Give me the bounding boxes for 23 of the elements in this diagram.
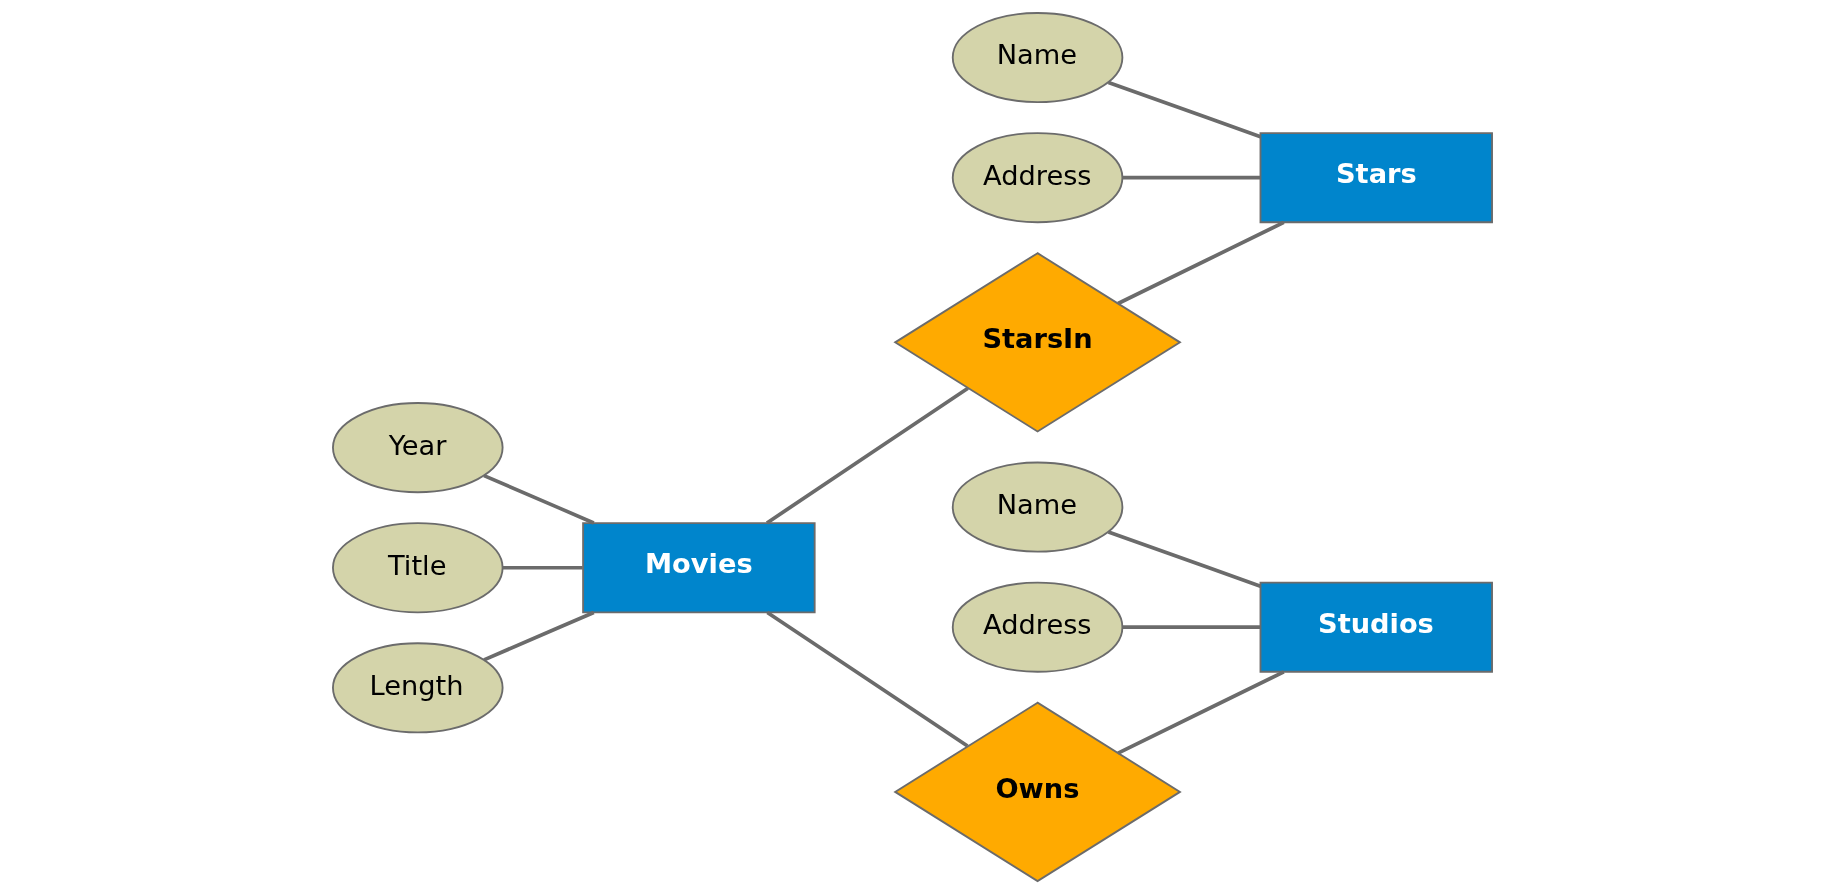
node-box: Studios [1259, 581, 1493, 673]
node-ellipse: Address [951, 581, 1124, 673]
node-ellipse: Name [951, 12, 1124, 104]
node-box: Movies [582, 522, 816, 614]
node-ellipse: Address [951, 132, 1124, 224]
connector [1122, 625, 1261, 630]
connector [1122, 175, 1261, 180]
node-ellipse: Length [332, 642, 504, 734]
node-ellipse: Title [332, 522, 504, 614]
connector [1117, 670, 1285, 755]
node-ellipse: Year [332, 402, 504, 494]
node-ellipse: Name [951, 461, 1124, 553]
connector [502, 565, 583, 570]
node-diamond: StarsIn [893, 252, 1182, 433]
connector [766, 611, 969, 748]
connector [483, 473, 595, 525]
connector [1107, 80, 1262, 139]
connector [483, 610, 595, 662]
node-box: Stars [1259, 132, 1493, 224]
node-diamond: Owns [893, 701, 1182, 883]
connector [765, 386, 969, 525]
connector [1117, 220, 1285, 306]
connector [1107, 530, 1262, 588]
